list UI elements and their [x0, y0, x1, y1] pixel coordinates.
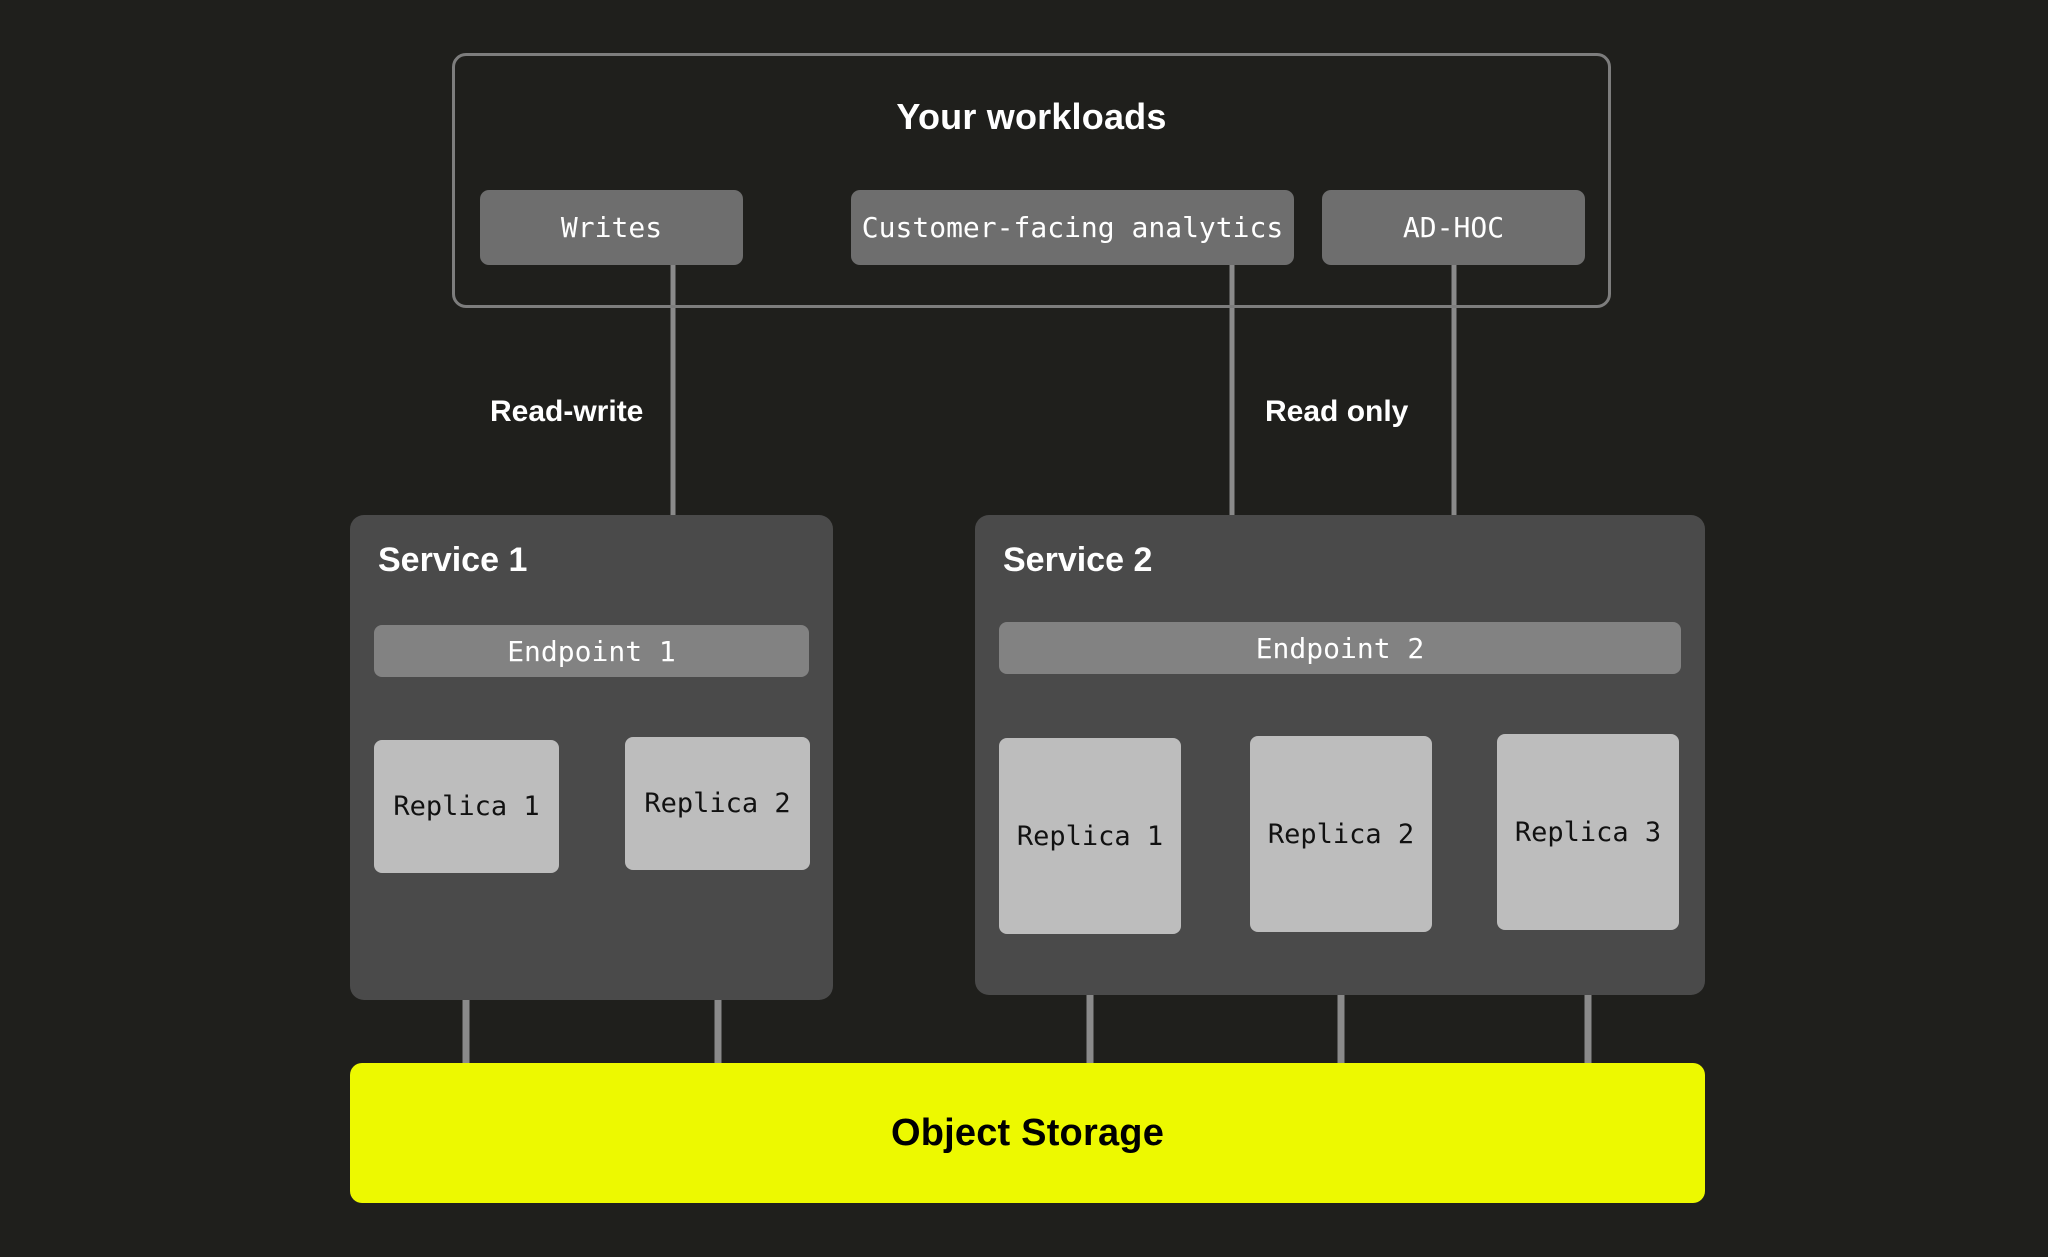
object-storage-label: Object Storage	[890, 1111, 1165, 1154]
service-2-replica-1[interactable]: Replica 1	[999, 738, 1181, 934]
endpoint-1[interactable]: Endpoint 1	[374, 625, 809, 677]
flow-label-read-write: Read-write	[490, 395, 644, 428]
workload-chip-customer-facing-analytics[interactable]: Customer-facing analytics	[851, 190, 1294, 265]
service-2-replica-2[interactable]: Replica 2	[1250, 736, 1432, 932]
service-2-title: Service 2	[1003, 541, 1153, 579]
object-storage-bar[interactable]: Object Storage	[350, 1063, 1705, 1203]
service-1-replica-2[interactable]: Replica 2	[625, 737, 810, 870]
endpoint-1-label: Endpoint 1	[507, 634, 676, 668]
service-1-replica-1[interactable]: Replica 1	[374, 740, 559, 873]
workload-chip-ad-hoc-label: AD-HOC	[1402, 211, 1505, 244]
flow-label-read-only: Read only	[1265, 395, 1409, 428]
workloads-container: Your workloads	[452, 53, 1611, 308]
workload-chip-ad-hoc[interactable]: AD-HOC	[1322, 190, 1585, 265]
workloads-title: Your workloads	[896, 96, 1167, 137]
service-2-replica-3[interactable]: Replica 3	[1497, 734, 1679, 930]
service-2-replica-1-label: Replica 1	[1016, 820, 1164, 852]
workload-chip-customer-facing-analytics-label: Customer-facing analytics	[861, 211, 1284, 244]
service-1-replica-2-label: Replica 2	[644, 788, 791, 819]
service-2-replica-2-label: Replica 2	[1267, 818, 1415, 850]
service-2-replica-3-label: Replica 3	[1514, 816, 1662, 848]
service-1-replica-1-label: Replica 1	[393, 791, 540, 822]
workload-chip-writes[interactable]: Writes	[480, 190, 743, 265]
endpoint-2-label: Endpoint 2	[1255, 631, 1425, 665]
endpoint-2[interactable]: Endpoint 2	[999, 622, 1681, 674]
workload-chip-writes-label: Writes	[560, 211, 663, 244]
service-1-title: Service 1	[378, 541, 528, 579]
